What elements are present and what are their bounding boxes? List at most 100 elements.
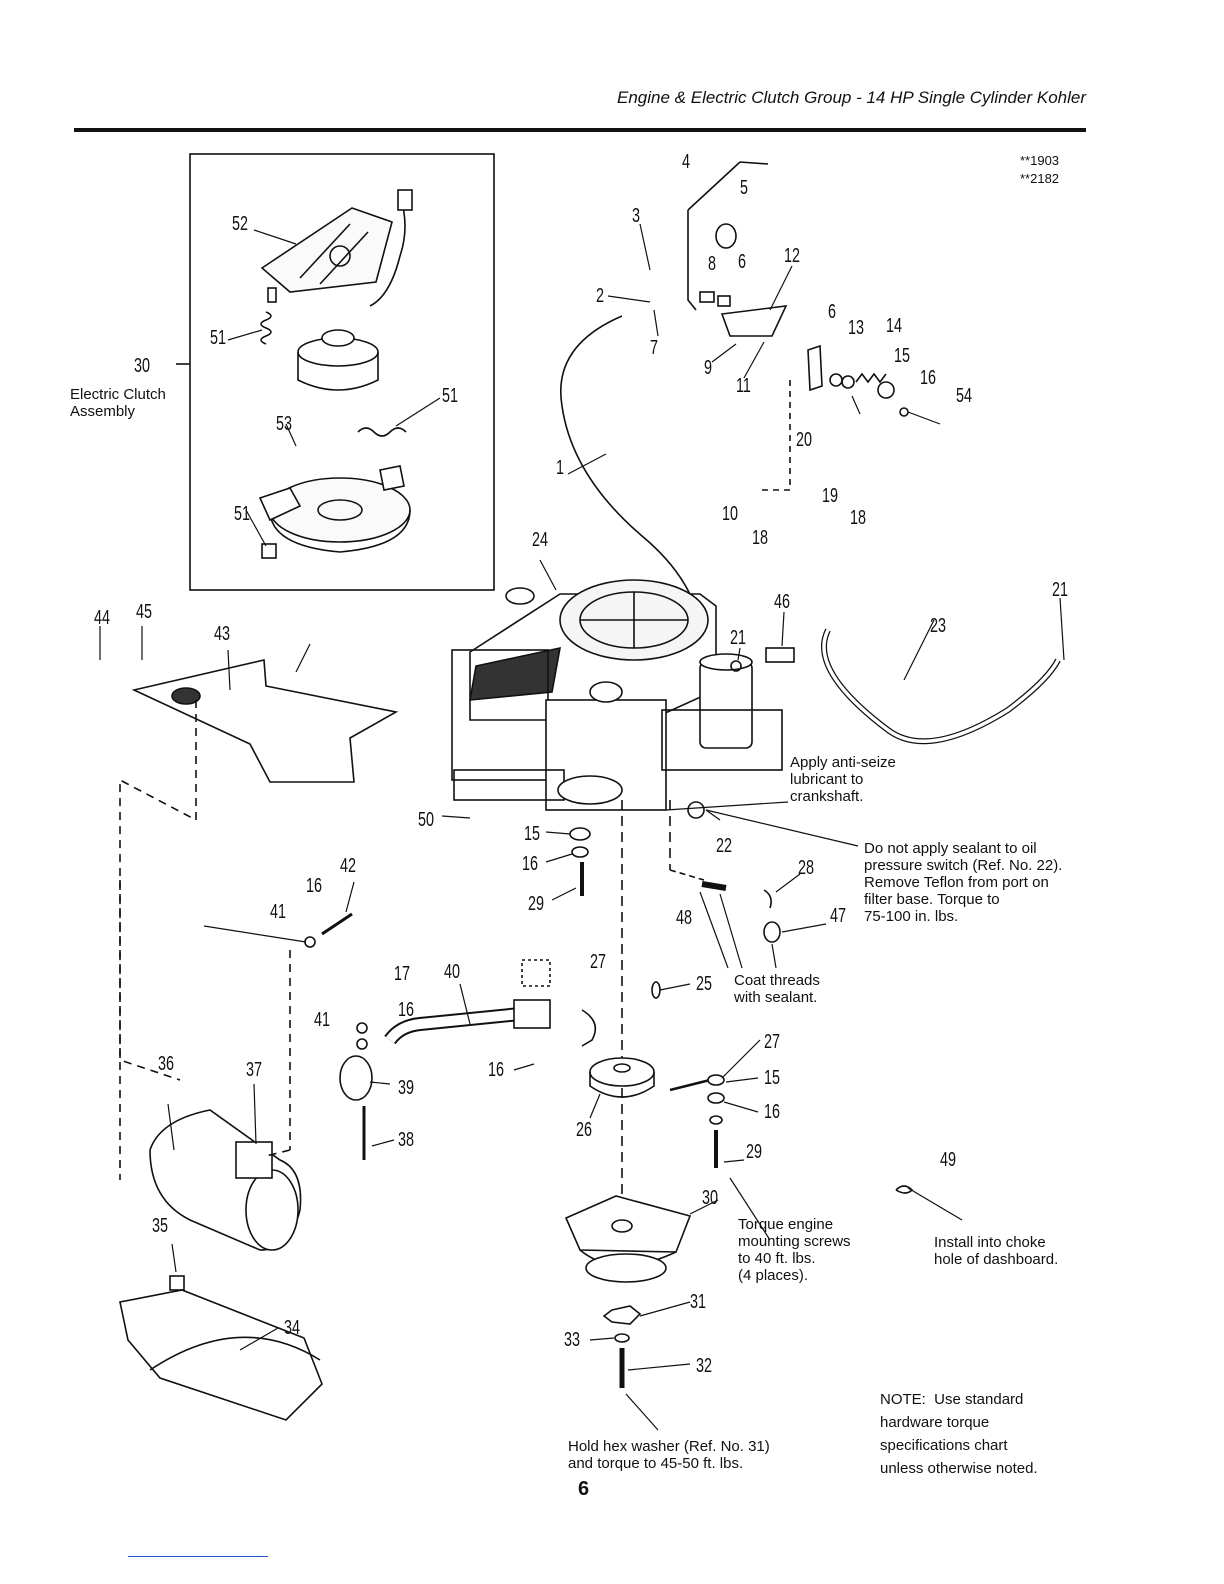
part-number-27: 27 xyxy=(764,1030,780,1053)
note-line: hole of dashboard. xyxy=(934,1251,1059,1268)
part-number-31: 31 xyxy=(690,1290,706,1313)
part-number-24: 24 xyxy=(532,528,548,551)
key-27 xyxy=(581,1009,597,1047)
part-number-38: 38 xyxy=(398,1128,414,1151)
inset-label-line: Electric Clutch xyxy=(70,386,166,403)
part-number-30: 30 xyxy=(702,1186,718,1209)
part-number-46: 46 xyxy=(774,590,790,613)
hex-washer-31 xyxy=(602,1305,642,1325)
footer-line xyxy=(128,1556,268,1557)
note-line: NOTE: Use standard xyxy=(880,1391,1024,1408)
clutch-30 xyxy=(564,1195,692,1283)
part-number-28: 28 xyxy=(798,856,814,879)
rotor-53 xyxy=(297,329,379,391)
part-number-20: 20 xyxy=(796,428,812,451)
note-line: 75-100 in. lbs. xyxy=(864,908,959,925)
part-number-16: 16 xyxy=(488,1058,504,1081)
clip-51 xyxy=(357,427,407,437)
header-rule xyxy=(74,128,1086,132)
part-number-52: 52 xyxy=(232,212,248,235)
part-number-21: 21 xyxy=(1052,578,1068,601)
part-number-32: 32 xyxy=(696,1354,712,1377)
pulley-26 xyxy=(589,1057,655,1098)
note-line: Apply anti-seize xyxy=(790,754,896,771)
part-number-16: 16 xyxy=(398,998,414,1021)
part-number-51: 51 xyxy=(234,502,250,525)
part-number-53: 53 xyxy=(276,412,292,435)
part-number-9: 9 xyxy=(704,356,712,379)
part-number-43: 43 xyxy=(214,622,230,645)
part-number-10: 10 xyxy=(722,502,738,525)
part-number-17: 17 xyxy=(394,962,410,985)
part-number-48: 48 xyxy=(676,906,692,929)
inset-label-line: Assembly xyxy=(70,403,136,420)
inset-label: Electric Clutch Assembly xyxy=(70,386,166,420)
note-line: mounting screws xyxy=(738,1233,851,1250)
part-number-42: 42 xyxy=(340,854,356,877)
part-number-40: 40 xyxy=(444,960,460,983)
part-number-39: 39 xyxy=(398,1076,414,1099)
note-line: Torque engine xyxy=(738,1216,834,1233)
spring-51 xyxy=(260,311,272,345)
part-number-23: 23 xyxy=(930,614,946,637)
part-number-18: 18 xyxy=(752,526,768,549)
part-number-7: 7 xyxy=(650,336,658,359)
part-number-19: 19 xyxy=(822,484,838,507)
exhaust-pipe-40 xyxy=(384,959,551,1045)
part-number-16: 16 xyxy=(764,1100,780,1123)
note-line: and torque to 45-50 ft. lbs. xyxy=(568,1455,744,1472)
part-number-45: 45 xyxy=(136,600,152,623)
inset-frame xyxy=(189,153,495,591)
part-number-15: 15 xyxy=(524,822,540,845)
part-number-29: 29 xyxy=(746,1140,762,1163)
note-line: unless otherwise noted. xyxy=(880,1460,1038,1477)
part-number-35: 35 xyxy=(152,1214,168,1237)
part-number-51: 51 xyxy=(210,326,226,349)
note-line: with sealant. xyxy=(734,989,818,1006)
note-line: Do not apply sealant to oil xyxy=(864,840,1037,857)
part-number-34: 34 xyxy=(284,1316,300,1339)
ref-code: **2182 xyxy=(1020,171,1060,186)
fuel-hose-23 xyxy=(821,628,1061,745)
note-line: Remove Teflon from port on xyxy=(864,874,1049,891)
part-number-14: 14 xyxy=(886,314,902,337)
note-line: filter base. Torque to xyxy=(864,891,1000,908)
engine-24 xyxy=(451,579,783,811)
nut-35 xyxy=(169,1275,185,1291)
note-line: Hold hex washer (Ref. No. 31) xyxy=(568,1438,770,1455)
part-number-13: 13 xyxy=(848,316,864,339)
part-number-51: 51 xyxy=(442,384,458,407)
control-lever-4 xyxy=(687,161,788,337)
part-number-41: 41 xyxy=(314,1008,330,1031)
part-number-30: 30 xyxy=(134,354,150,377)
dashed-guide xyxy=(119,700,197,1081)
part-number-36: 36 xyxy=(158,1052,174,1075)
note-line: Coat threads xyxy=(734,972,820,989)
bracket-34 xyxy=(119,1289,323,1421)
part-number-16: 16 xyxy=(522,852,538,875)
note-torque-engine: Torque engine mounting screws to 40 ft. … xyxy=(738,1216,851,1284)
note-hex-washer: Hold hex washer (Ref. No. 31) and torque… xyxy=(568,1438,770,1472)
part-number-18: 18 xyxy=(850,506,866,529)
part-number-29: 29 xyxy=(528,892,544,915)
note-choke: Install into choke hole of dashboard. xyxy=(934,1234,1058,1268)
part-number-22: 22 xyxy=(716,834,732,857)
part-number-4: 4 xyxy=(682,150,690,173)
page-title: Engine & Electric Clutch Group - 14 HP S… xyxy=(617,88,1086,107)
note-line: hardware torque xyxy=(880,1414,990,1431)
part-number-6: 6 xyxy=(828,300,836,323)
part-number-11: 11 xyxy=(736,374,751,397)
part-number-5: 5 xyxy=(740,176,748,199)
part-number-54: 54 xyxy=(956,384,972,407)
note-line: lubricant to xyxy=(790,771,864,788)
note-line: pressure switch (Ref. No. 22). xyxy=(864,857,1063,874)
reference-codes: **1903 **2182 xyxy=(1020,152,1059,188)
part-number-3: 3 xyxy=(632,204,640,227)
muffler-36 xyxy=(149,1109,302,1251)
note-anti-seize: Apply anti-seize lubricant to crankshaft… xyxy=(790,754,896,805)
clutch-bracket-52 xyxy=(260,189,413,307)
note-line: to 40 ft. lbs. xyxy=(738,1250,816,1267)
armature-plate xyxy=(258,465,411,553)
